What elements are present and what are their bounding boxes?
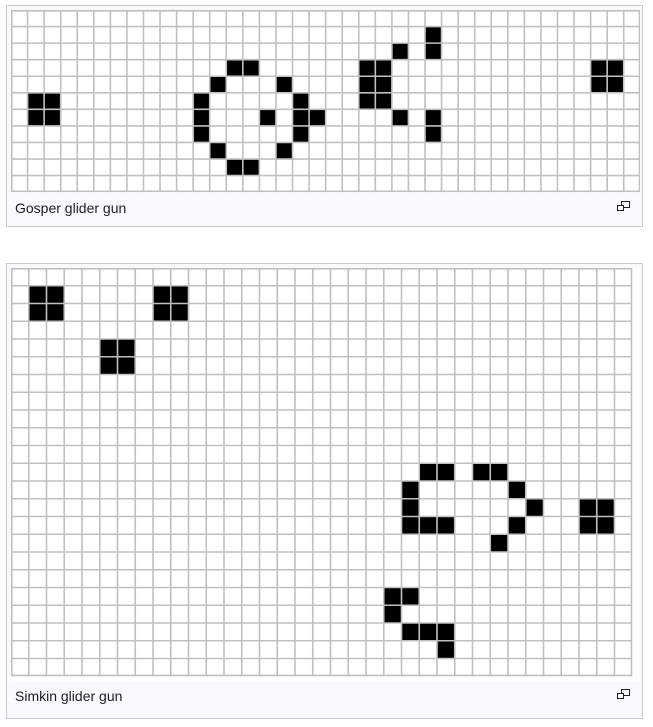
live-cell xyxy=(242,159,260,176)
life-grid[interactable] xyxy=(11,10,640,193)
live-cell xyxy=(472,463,491,481)
live-cell xyxy=(437,463,455,481)
live-cell xyxy=(170,303,189,322)
live-cell xyxy=(44,92,61,110)
live-cell xyxy=(292,109,310,126)
live-cell xyxy=(419,623,437,641)
live-cell xyxy=(153,285,171,304)
live-cell xyxy=(425,109,442,126)
figure-gosper: Gosper glider gun xyxy=(6,5,643,227)
live-cell xyxy=(99,356,118,375)
live-cell xyxy=(209,142,227,160)
figure-caption: Gosper glider gun xyxy=(15,200,127,216)
live-cell xyxy=(209,76,227,93)
life-grid[interactable] xyxy=(11,268,640,681)
live-cell xyxy=(590,59,608,77)
grid-canvas xyxy=(11,10,640,193)
magnify-icon[interactable] xyxy=(617,199,630,211)
live-cell xyxy=(28,285,47,304)
live-cell xyxy=(193,109,210,126)
live-cell xyxy=(292,92,310,110)
live-cell xyxy=(490,463,508,481)
live-cell xyxy=(419,516,437,535)
live-cell xyxy=(401,587,420,606)
grid-background xyxy=(11,268,633,677)
live-cell xyxy=(28,303,47,322)
live-cell xyxy=(401,623,420,641)
live-cell xyxy=(358,76,376,93)
live-cell xyxy=(46,303,65,322)
live-cell xyxy=(375,76,392,93)
live-cell xyxy=(309,109,326,126)
live-cell xyxy=(193,92,210,110)
live-cell xyxy=(425,43,442,60)
live-cell xyxy=(170,285,189,304)
live-cell xyxy=(27,92,45,110)
live-cell xyxy=(607,76,624,93)
live-cell xyxy=(508,481,526,499)
figure-caption: Simkin glider gun xyxy=(15,688,123,704)
live-cell xyxy=(193,125,210,143)
live-cell xyxy=(596,516,615,535)
live-cell xyxy=(99,339,118,357)
grid-canvas xyxy=(11,268,633,677)
live-cell xyxy=(292,125,310,143)
live-cell xyxy=(27,109,45,126)
grid-lines xyxy=(11,10,640,193)
live-cell xyxy=(425,26,442,44)
live-cell xyxy=(401,516,420,535)
live-cell xyxy=(425,125,442,143)
live-cell xyxy=(401,481,420,499)
grid-lines xyxy=(11,268,633,677)
live-cell xyxy=(391,43,409,60)
live-cell xyxy=(358,59,376,77)
live-cell xyxy=(590,76,608,93)
live-cell xyxy=(508,516,526,535)
live-cell xyxy=(525,498,544,517)
figure-simkin: Simkin glider gun xyxy=(6,263,643,719)
live-cell xyxy=(226,59,243,77)
live-cell xyxy=(383,605,402,623)
live-cell xyxy=(579,498,597,517)
live-cell xyxy=(419,463,437,481)
live-cell xyxy=(117,356,136,375)
live-cell xyxy=(358,92,376,110)
live-cell xyxy=(117,339,136,357)
magnify-icon[interactable] xyxy=(617,687,630,699)
live-cell xyxy=(391,109,409,126)
live-cell xyxy=(242,59,260,77)
live-cell xyxy=(383,587,402,606)
live-cell xyxy=(226,159,243,176)
live-cell xyxy=(259,109,276,126)
live-cell xyxy=(375,59,392,77)
live-cell xyxy=(275,142,293,160)
live-cell xyxy=(596,498,615,517)
live-cell xyxy=(44,109,61,126)
live-cell xyxy=(437,516,455,535)
live-cell xyxy=(490,534,508,552)
live-cell xyxy=(275,76,293,93)
live-cell xyxy=(607,59,624,77)
live-cell xyxy=(437,640,455,659)
live-cell xyxy=(401,498,420,517)
live-cell xyxy=(375,92,392,110)
live-cell xyxy=(46,285,65,304)
live-cell xyxy=(437,623,455,641)
live-cell xyxy=(579,516,597,535)
live-cell xyxy=(153,303,171,322)
